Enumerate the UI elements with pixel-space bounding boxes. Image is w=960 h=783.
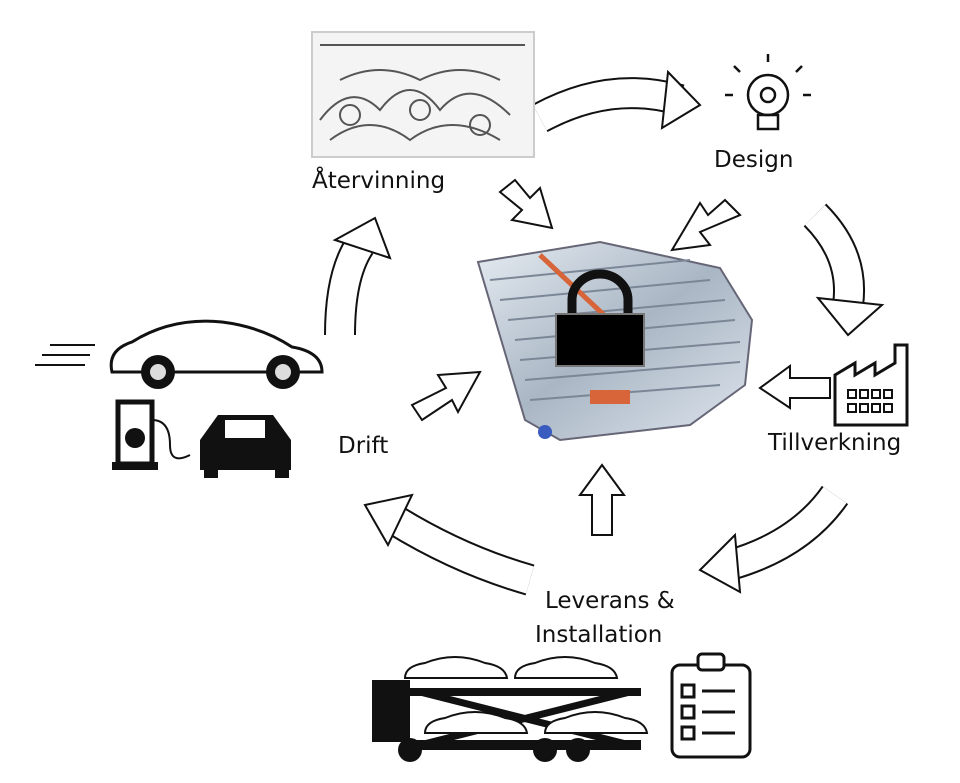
label-design: Design [714, 147, 794, 173]
moving-car-icon [35, 319, 324, 389]
lightbulb-gear-icon [725, 54, 811, 131]
arrow-in-from-recycling [498, 178, 554, 230]
label-recycling: Återvinning [312, 168, 446, 194]
arrow-in-from-operation [410, 370, 482, 422]
cycle-arrow-delivery-to-operation [363, 493, 535, 596]
arrow-in-from-manufacturing [758, 364, 831, 410]
cycle-arrow-manufacturing-to-delivery [698, 485, 849, 594]
label-manufacturing: Tillverkning [768, 430, 902, 456]
charging-station-icon [112, 399, 291, 478]
label-delivery-line1: Leverans & [545, 588, 675, 614]
car-transporter-icon [372, 656, 649, 762]
label-delivery-line2: Installation [535, 622, 663, 648]
cycle-arrow-design-to-manufacturing [803, 203, 885, 337]
arrow-in-from-design [670, 198, 742, 252]
cycle-arrow-operation-to-recycling [324, 216, 392, 336]
cycle-arrow-recycling-to-design [532, 69, 702, 133]
checklist-icon [670, 652, 752, 759]
label-operation: Drift [338, 433, 389, 459]
arrow-in-from-delivery [578, 463, 626, 536]
factory-icon [833, 343, 909, 427]
lock-icon [555, 269, 645, 367]
scrap-cars-icon [311, 31, 535, 158]
